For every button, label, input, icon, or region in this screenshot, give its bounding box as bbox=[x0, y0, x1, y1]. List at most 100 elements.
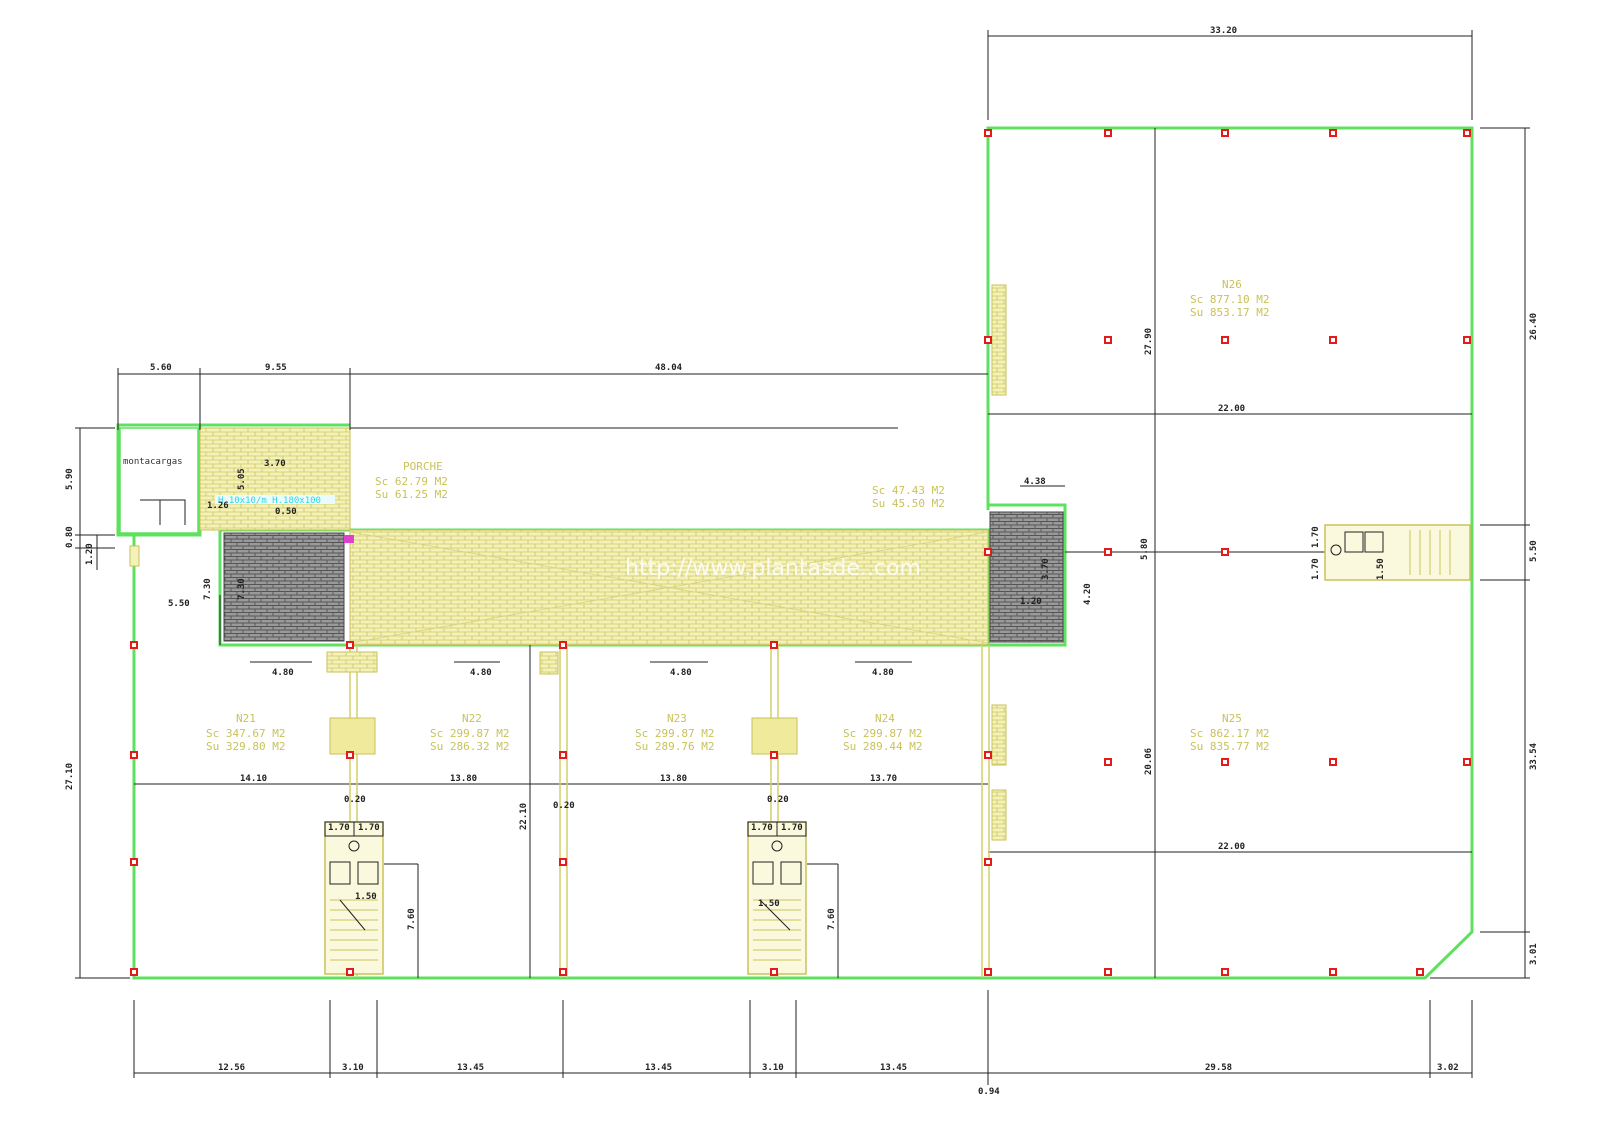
dim-7-30a: 7.30 bbox=[203, 578, 213, 600]
column-marker bbox=[1221, 336, 1229, 344]
porche-sc: Sc 62.79 M2 bbox=[375, 475, 448, 488]
dim-4-20: 4.20 bbox=[1083, 583, 1093, 605]
column-marker bbox=[984, 751, 992, 759]
column-marker bbox=[130, 858, 138, 866]
column-marker bbox=[130, 751, 138, 759]
dim-3-70: 3.70 bbox=[264, 459, 286, 469]
dim-27-10: 27.10 bbox=[65, 763, 75, 790]
dim-7-60b: 7.60 bbox=[827, 908, 837, 930]
dim-48-04: 48.04 bbox=[655, 363, 683, 373]
dim-1-20: 1.20 bbox=[85, 543, 95, 565]
dim-bottom-13-45c: 13.45 bbox=[880, 1063, 907, 1073]
column-marker bbox=[559, 858, 567, 866]
dim-1-70e: 1.70 bbox=[1311, 558, 1321, 580]
dim-1-70f: 1.70 bbox=[1311, 526, 1321, 548]
unit-sc: Sc 862.17 M2 bbox=[1190, 727, 1269, 740]
column-marker bbox=[559, 751, 567, 759]
column-marker bbox=[984, 336, 992, 344]
column-marker bbox=[1104, 336, 1112, 344]
unit-su: Su 835.77 M2 bbox=[1190, 740, 1269, 753]
column-marker bbox=[346, 968, 354, 976]
dim-33-54: 33.54 bbox=[1529, 742, 1539, 770]
column-marker bbox=[1104, 758, 1112, 766]
dim-5-60: 5.60 bbox=[150, 363, 172, 373]
dim-bottom-0-94: 0.94 bbox=[978, 1087, 1000, 1097]
small-su: Su 45.50 M2 bbox=[872, 497, 945, 510]
column-marker bbox=[1463, 129, 1471, 137]
column-marker bbox=[1416, 968, 1424, 976]
dim-bottom-3-10b: 3.10 bbox=[762, 1063, 784, 1073]
dim-0-20c: 0.20 bbox=[767, 795, 789, 805]
cyan-note: H.10x10/m H.180x100 bbox=[218, 496, 321, 506]
unit-sc: Sc 877.10 M2 bbox=[1190, 293, 1269, 306]
dim-20-06: 20.06 bbox=[1144, 748, 1154, 775]
column-marker bbox=[984, 548, 992, 556]
column-marker bbox=[1463, 336, 1471, 344]
dim-5-05: 5.05 bbox=[237, 468, 247, 490]
dim-22-00a: 22.00 bbox=[1218, 404, 1245, 414]
column-marker bbox=[984, 858, 992, 866]
yellow-partitions bbox=[326, 284, 1007, 978]
unit-n21: N21 Sc 347.67 M2 Su 329.80 M2 bbox=[206, 712, 285, 753]
dim-14-10: 14.10 bbox=[240, 774, 267, 784]
dim-7-30b: 7.30 bbox=[237, 578, 247, 600]
column-marker bbox=[1221, 548, 1229, 556]
porche-title: PORCHE bbox=[403, 460, 443, 473]
column-marker bbox=[130, 968, 138, 976]
column-marker bbox=[770, 751, 778, 759]
dim-bottom-13-45b: 13.45 bbox=[645, 1063, 672, 1073]
unit-sc: Sc 299.87 M2 bbox=[635, 727, 714, 740]
column-marker bbox=[559, 968, 567, 976]
column-marker bbox=[1104, 968, 1112, 976]
unit-n23: N23 Sc 299.87 M2 Su 289.76 M2 bbox=[635, 712, 714, 753]
dim-4-80c: 4.80 bbox=[670, 668, 692, 678]
dim-13-80b: 13.80 bbox=[660, 774, 687, 784]
dim-1-70d: 1.70 bbox=[781, 823, 803, 833]
column-marker bbox=[770, 968, 778, 976]
dimension-labels: 5.60 9.55 48.04 33.20 26.40 5.50 33.54 3… bbox=[65, 26, 1539, 1097]
stair-core-center bbox=[747, 821, 807, 975]
area-labels: PORCHE Sc 62.79 M2 Su 61.25 M2 Sc 47.43 … bbox=[206, 278, 1269, 753]
hatched-areas bbox=[199, 427, 1064, 646]
dim-bottom-13-45a: 13.45 bbox=[457, 1063, 484, 1073]
dim-4-38: 4.38 bbox=[1024, 477, 1046, 487]
dim-0-20a: 0.20 bbox=[344, 795, 366, 805]
column-marker bbox=[559, 641, 567, 649]
dim-3-70b: 3.70 bbox=[1041, 558, 1051, 580]
dim-7-60a: 7.60 bbox=[407, 908, 417, 930]
unit-sc: Sc 299.87 M2 bbox=[430, 727, 509, 740]
column-marker bbox=[984, 968, 992, 976]
stair-core-right bbox=[1324, 524, 1471, 581]
dim-1-50a: 1.50 bbox=[355, 892, 377, 902]
column-marker bbox=[346, 641, 354, 649]
unit-name: N22 bbox=[462, 712, 482, 725]
dim-26-40: 26.40 bbox=[1529, 313, 1539, 340]
dim-9-55: 9.55 bbox=[265, 363, 287, 373]
dim-1-50c: 1.50 bbox=[1376, 558, 1386, 580]
montacargas-room: montacargas bbox=[119, 427, 199, 567]
dim-1-26: 1.26 bbox=[207, 501, 229, 511]
dim-0-50: 0.50 bbox=[275, 507, 297, 517]
stair-core-left bbox=[324, 821, 384, 975]
small-sc: Sc 47.43 M2 bbox=[872, 484, 945, 497]
dim-22-00b: 22.00 bbox=[1218, 842, 1245, 852]
unit-sc: Sc 347.67 M2 bbox=[206, 727, 285, 740]
interior-lines bbox=[134, 128, 1472, 978]
dim-0-80: 0.80 bbox=[65, 526, 75, 548]
dim-4-80d: 4.80 bbox=[872, 668, 894, 678]
unit-su: Su 289.76 M2 bbox=[635, 740, 714, 753]
unit-name: N25 bbox=[1222, 712, 1242, 725]
dim-5-80: 5.80 bbox=[1140, 538, 1150, 560]
unit-su: Su 289.44 M2 bbox=[843, 740, 922, 753]
column-marker bbox=[984, 129, 992, 137]
column-marker bbox=[1221, 129, 1229, 137]
dim-5-90: 5.90 bbox=[65, 468, 75, 490]
unit-sc: Sc 299.87 M2 bbox=[843, 727, 922, 740]
dim-27-90: 27.90 bbox=[1144, 328, 1154, 355]
dim-4-80a: 4.80 bbox=[272, 668, 294, 678]
unit-n22: N22 Sc 299.87 M2 Su 286.32 M2 bbox=[430, 712, 509, 753]
dim-1-20b: 1.20 bbox=[1020, 597, 1042, 607]
dim-22-10: 22.10 bbox=[519, 803, 529, 830]
dim-1-70c: 1.70 bbox=[751, 823, 773, 833]
